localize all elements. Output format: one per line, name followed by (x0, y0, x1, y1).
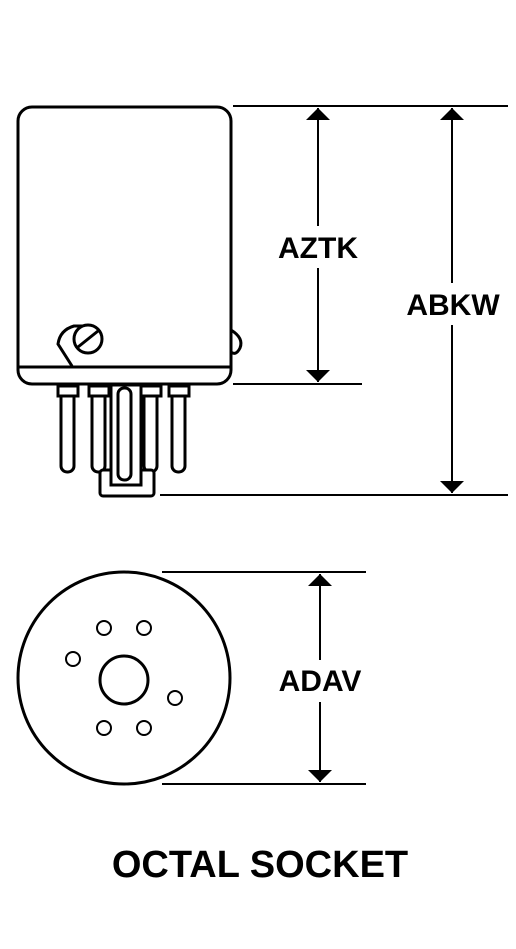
pin-holes (65, 620, 183, 736)
dimension-label-abkw: ABKW (406, 289, 500, 322)
pin-lug (139, 384, 163, 398)
pin-lug (56, 384, 80, 398)
pin-hole (96, 620, 112, 636)
label-bg (268, 660, 372, 702)
pin-hole (65, 651, 81, 667)
socket-base-circle (16, 570, 232, 786)
pin (90, 386, 107, 474)
screw-slot (77, 329, 99, 349)
pin (170, 386, 187, 474)
pin-lug (167, 384, 191, 398)
side-view (16, 105, 243, 498)
pin-hole (136, 720, 152, 736)
center-hole (98, 654, 150, 706)
pin-hole (167, 690, 183, 706)
dimension-label-adav: ADAV (279, 665, 362, 698)
pins (56, 384, 191, 482)
drawing-title: OCTAL SOCKET (112, 844, 408, 886)
bottom-view (16, 570, 232, 786)
pin (59, 386, 76, 474)
retaining-clip (56, 324, 94, 367)
pin-hole (96, 720, 112, 736)
pin-hole (136, 620, 152, 636)
pin (116, 386, 133, 482)
side-nub (230, 328, 243, 355)
relay-body (16, 105, 233, 386)
pin-lug (87, 384, 111, 398)
label-bg (268, 226, 368, 268)
label-bg (398, 283, 508, 325)
dimension-label-aztk: AZTK (278, 232, 358, 265)
pin (142, 386, 159, 474)
